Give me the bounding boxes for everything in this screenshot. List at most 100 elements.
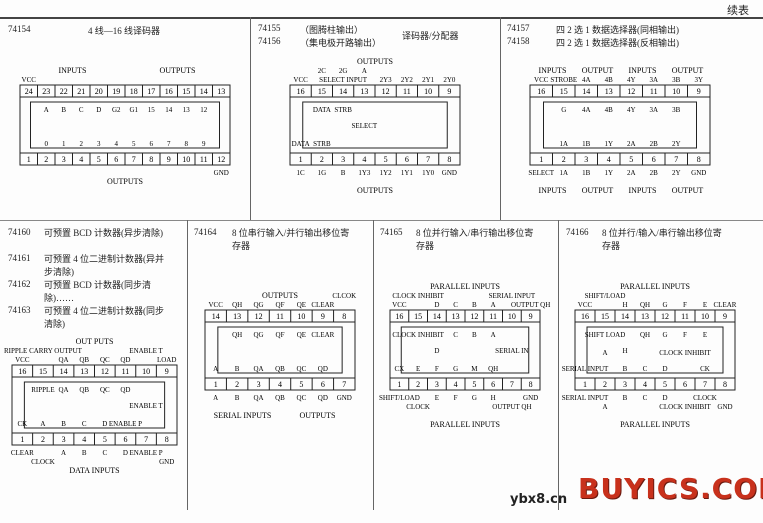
pin-number: 21 [77,87,85,96]
pin-number: 6 [491,380,495,389]
pin-number: 14 [339,87,347,96]
pin-number: 3 [584,155,588,164]
internal-label: ENABLE T [129,402,163,410]
pin-number: 9 [529,312,533,321]
internal-label: 4B [605,106,614,114]
pin-label: VCC [578,301,593,309]
pin-number: 8 [342,312,346,321]
internal-label: 7 [167,140,171,148]
pin-number: 2 [41,435,45,444]
pin-label: H [491,394,496,402]
chip-body [543,101,697,149]
pin-label: G [662,301,667,309]
pin-label: QC [297,394,307,402]
internal-label: DATA [292,140,310,148]
pin-label: CLEAR [714,301,737,309]
pin-label: 3A [649,76,658,84]
chip-body [217,326,343,374]
pin-number: 12 [661,312,669,321]
pin-label: OUTPUT QH [492,403,531,411]
chip-desc: 可预置 BCD 计数器(同步清除)…… [44,280,152,303]
internal-label: QH [640,331,650,339]
internal-label: 12 [200,106,208,114]
internal-label: CLOCK INHIBIT [659,349,711,357]
internal-label: SERIAL INPUT [562,365,609,373]
pin-label: 2Y0 [443,76,456,84]
pin-number: 9 [165,367,169,376]
pin-number: 8 [529,380,533,389]
pin-number: 15 [39,367,47,376]
pin-label: 4B [605,76,614,84]
chip-body [586,326,724,374]
internal-label: 1 [62,140,66,148]
pin-number: 2 [416,380,420,389]
pin-label: CLEAR [11,449,34,457]
group-label: OUTPUT [582,66,614,75]
internal-label: B [61,420,66,428]
pin-number: 4 [643,380,647,389]
pin-number: 6 [114,155,118,164]
pin-number: 11 [681,312,689,321]
pin-number: 7 [342,380,346,389]
chip-id: 74158 [507,36,530,46]
internal-label: SHIFT LOAD [585,331,626,339]
pin-number: 5 [299,380,303,389]
watermark-url: ybx8.cn [510,492,568,507]
pin-label: QA [254,394,264,402]
chip-desc: 8 位并行输入/串行输出移位寄存器 [416,228,534,251]
internal-label: SELECT [352,122,378,130]
pin-label: VCC [293,76,308,84]
chip-id: 74160 [8,227,31,237]
internal-label: A [44,106,49,114]
group-label: OUTPUTS [159,66,195,75]
pin-number: 12 [255,312,263,321]
pin-label: GND [442,169,457,177]
group-label: OUTPUTS [357,186,393,195]
pin-label: SHIFT/LOAD [379,394,420,402]
internal-label: QH [488,365,498,373]
pin-label: F [683,301,687,309]
pin-number: 7 [132,155,136,164]
pin-label: 2Y3 [380,76,393,84]
pin-label: 2A [627,169,636,177]
group-label: DATA INPUTS [69,466,119,475]
pin-number: 9 [697,87,701,96]
pin-number: 16 [581,312,589,321]
pin-number: 6 [405,155,409,164]
pin-label: H [622,301,627,309]
internal-label: QD [318,365,328,373]
pin-number: 1 [20,435,24,444]
internal-label: 2A [627,140,636,148]
pin-number: 13 [233,312,241,321]
internal-label: 4Y [627,106,636,114]
pin-number: 10 [424,87,432,96]
pin-number: 10 [672,87,680,96]
pin-number: 8 [149,155,153,164]
pin-number: 20 [95,87,103,96]
internal-label: G [561,106,566,114]
pin-label: SERIAL INPUT [489,292,536,300]
chip-id: 74163 [8,305,31,315]
pin-number: 24 [25,87,33,96]
pin-number: 2 [603,380,607,389]
chip-id: 74165 [380,227,403,237]
pin-number: 16 [297,87,305,96]
pin-number: 6 [123,435,127,444]
pin-number: 15 [318,87,326,96]
internal-label: 2 [80,140,84,148]
pin-number: 15 [560,87,568,96]
internal-label: M [471,365,478,373]
pin-label: CLOCK INHIBIT [659,403,711,411]
internal-label: G [453,365,458,373]
pin-number: 22 [60,87,68,96]
internal-label: 13 [183,106,191,114]
pin-number: 5 [472,380,476,389]
pin-number: 2 [44,155,48,164]
pin-label: E [703,301,707,309]
pin-label: VCC [15,356,30,364]
table-top-rule [0,17,763,19]
